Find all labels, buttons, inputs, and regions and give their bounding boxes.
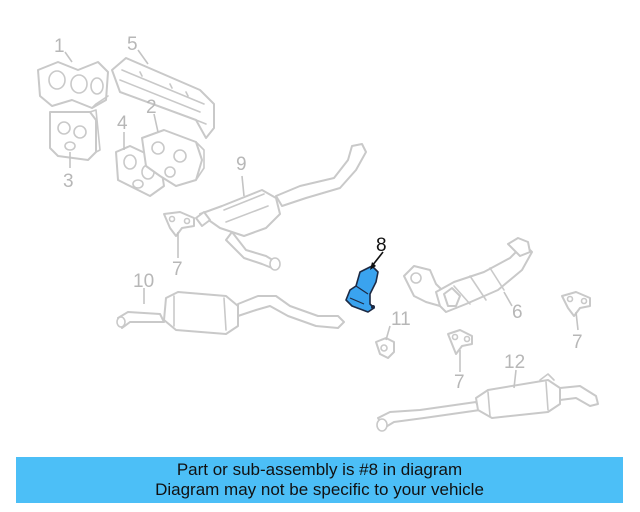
part-12-rear-muffler[interactable] (376, 373, 599, 432)
callout-4: 4 (117, 113, 128, 134)
part-11-bracket[interactable] (375, 337, 395, 359)
part-7-hanger-b[interactable] (447, 329, 473, 355)
part-2-exhaust-manifold[interactable] (141, 129, 205, 187)
callout-6: 6 (512, 302, 523, 323)
part-9-converter-pipe[interactable] (195, 143, 367, 271)
callout-3: 3 (63, 171, 74, 192)
callout-5: 5 (127, 34, 138, 55)
callout-7c: 7 (572, 332, 583, 353)
callout-8: 8 (376, 235, 387, 256)
part-7-hanger-c[interactable] (561, 291, 591, 317)
callout-10: 10 (133, 271, 154, 292)
part-1-manifold-gasket[interactable] (37, 61, 109, 109)
part-8-highlighted-bracket[interactable] (345, 265, 379, 313)
part-7-hanger-a[interactable] (163, 211, 195, 237)
callout-7a: 7 (172, 259, 183, 280)
part-10-muffler[interactable] (116, 291, 345, 335)
callout-12: 12 (504, 352, 525, 373)
part-5-heat-shield[interactable] (111, 57, 215, 139)
info-banner: Part or sub-assembly is #8 in diagram Di… (16, 457, 623, 503)
callout-1: 1 (54, 36, 65, 57)
exhaust-parts-diagram: 1 5 3 4 2 7 (37, 34, 599, 432)
callout-11: 11 (391, 309, 411, 330)
callout-2: 2 (146, 97, 157, 118)
part-6-front-pipe[interactable] (403, 237, 533, 313)
part-3-gasket-plate[interactable] (49, 109, 101, 161)
banner-line-1: Part or sub-assembly is #8 in diagram (176, 460, 463, 479)
banner-line-2: Diagram may not be specific to your vehi… (155, 480, 484, 499)
callout-7b: 7 (454, 372, 465, 393)
callout-9: 9 (236, 154, 247, 175)
